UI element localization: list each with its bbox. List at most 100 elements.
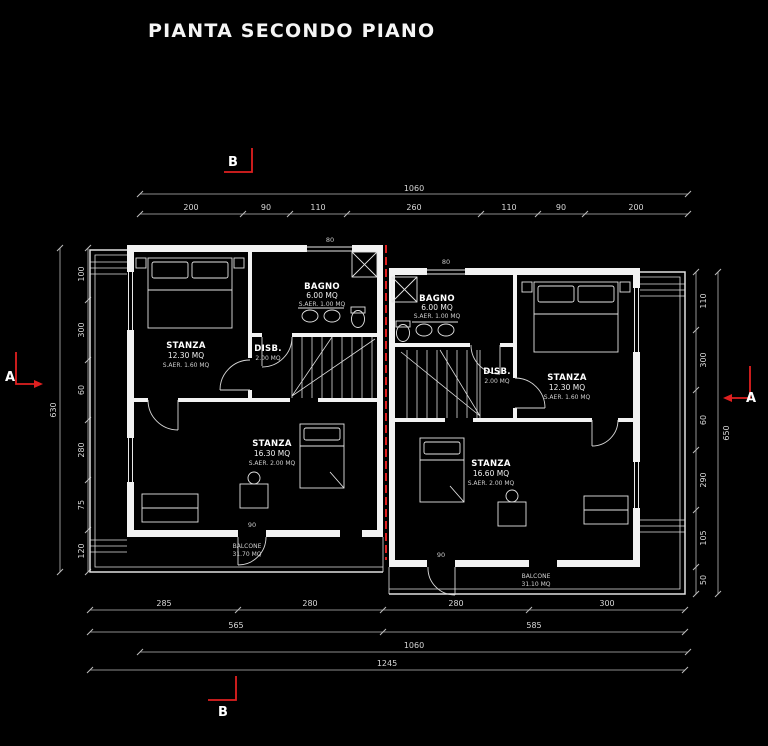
sink-icon: [323, 309, 341, 323]
wall: [292, 333, 383, 337]
stairs-left: [291, 336, 376, 398]
section-b-bottom-label: B: [218, 705, 228, 720]
dim-top-3: 260: [406, 203, 421, 212]
wall: [557, 560, 640, 567]
windows: [128, 246, 639, 508]
dim-right-total: 650: [722, 425, 731, 440]
stair-steps: [291, 337, 373, 398]
wall: [178, 398, 290, 402]
dim-left-2: 60: [77, 385, 86, 395]
svg-text:BAGNO: BAGNO: [304, 282, 340, 292]
dim-left-total: 630: [49, 402, 58, 417]
wall: [389, 343, 470, 347]
toilet-tank: [395, 320, 411, 328]
room-label-stanza-left-2: STANZA 16.30 MQ S.AER. 2.00 MQ: [249, 439, 296, 467]
section-b-top-mark: [224, 148, 253, 173]
svg-text:12.30 MQ: 12.30 MQ: [168, 351, 204, 360]
dim-right-5: 50: [699, 575, 708, 585]
balconies: [89, 249, 686, 595]
toilet-icon: [351, 310, 365, 328]
sink-icon: [437, 323, 455, 337]
wall: [389, 418, 445, 422]
bed-double-right: [521, 281, 631, 353]
shower-cross: [391, 276, 418, 303]
toilet-icon: [396, 324, 410, 342]
wall: [362, 530, 383, 537]
dim-right-2: 60: [699, 415, 708, 425]
opening-label-3: 90: [248, 521, 256, 529]
dim-bottom1-0: 285: [156, 599, 171, 608]
room-label-disb-right: DISB. 2.00 MQ: [483, 367, 511, 385]
svg-text:S.AER. 1.00 MQ: S.AER. 1.00 MQ: [414, 313, 461, 320]
sink-icon: [415, 323, 433, 337]
wall: [618, 418, 640, 422]
svg-text:STANZA: STANZA: [547, 373, 587, 383]
room-label-bagno-left: BAGNO 6.00 MQ S.AER. 1.00 MQ: [299, 282, 346, 308]
desk-right: [497, 489, 527, 527]
dim-bottom1-2: 280: [448, 599, 463, 608]
furniture: [135, 251, 631, 527]
wall: [248, 245, 252, 358]
section-a-right-label: A: [746, 391, 756, 406]
svg-text:31.70 MQ: 31.70 MQ: [233, 551, 262, 558]
opening-label-2: 80: [442, 258, 450, 266]
wall: [633, 508, 640, 567]
section-b-bottom-mark: [208, 676, 237, 701]
wall: [248, 390, 252, 402]
dim-left-5: 120: [77, 543, 86, 558]
wall: [266, 530, 340, 537]
wall: [389, 560, 427, 567]
dim-left-1: 300: [77, 322, 86, 337]
dim-top-0: 200: [183, 203, 198, 212]
svg-text:6.00 MQ: 6.00 MQ: [421, 303, 453, 312]
opening-label-1: 80: [326, 236, 334, 244]
wall: [248, 333, 262, 337]
section-a-right-mark: [732, 366, 751, 399]
door-swings: [147, 336, 619, 596]
nightstand: [619, 281, 631, 293]
room-label-balcone-right: BALCONE 31.10 MQ: [522, 573, 551, 588]
balcony-right-outline: [389, 271, 686, 595]
stair-steps: [406, 350, 481, 418]
opening-label-4: 90: [437, 551, 445, 559]
dim-top-4: 110: [501, 203, 516, 212]
dim-bottom1-3: 300: [599, 599, 614, 608]
room-label-balcone-left: BALCONE 31.70 MQ: [233, 543, 262, 558]
balcony-right-hatch: [640, 283, 685, 533]
dim-bottom-total: 1245: [377, 659, 397, 668]
stairs-right: [400, 349, 481, 418]
svg-text:STANZA: STANZA: [252, 439, 292, 449]
wall: [455, 560, 529, 567]
dim-right-4: 105: [699, 530, 708, 545]
sink-icon: [301, 309, 319, 323]
wall: [389, 268, 427, 275]
svg-text:DISB.: DISB.: [483, 367, 511, 377]
stair-break-line: [291, 336, 376, 397]
wall: [127, 398, 148, 402]
dim-bottom1-1: 280: [302, 599, 317, 608]
svg-text:STANZA: STANZA: [166, 341, 206, 351]
bed-double-left: [135, 257, 245, 329]
room-label-bagno-right: BAGNO 6.00 MQ S.AER. 1.00 MQ: [414, 294, 461, 320]
wall: [500, 343, 517, 347]
dim-right-1: 300: [699, 352, 708, 367]
dim-top-1: 90: [261, 203, 271, 212]
dim-left-4: 75: [77, 500, 86, 510]
wall: [127, 245, 307, 252]
svg-text:16.60 MQ: 16.60 MQ: [473, 469, 509, 478]
wall: [465, 268, 640, 275]
dim-top-6: 200: [628, 203, 643, 212]
svg-text:S.AER. 1.00 MQ: S.AER. 1.00 MQ: [299, 301, 346, 308]
nightstand: [233, 257, 245, 269]
svg-text:S.AER. 1.60 MQ: S.AER. 1.60 MQ: [544, 394, 591, 401]
svg-text:S.AER. 2.00 MQ: S.AER. 2.00 MQ: [249, 460, 296, 467]
bed-single-right: [419, 437, 465, 503]
party-wall-left: [377, 245, 383, 537]
shower-icon: [351, 251, 378, 278]
wall: [318, 398, 383, 402]
bed-single-left: [299, 423, 345, 489]
stair-break-line: [400, 349, 481, 417]
room-label-stanza-left-1: STANZA 12.30 MQ S.AER. 1.60 MQ: [163, 341, 210, 369]
balcony-left-hatch: [90, 261, 127, 553]
